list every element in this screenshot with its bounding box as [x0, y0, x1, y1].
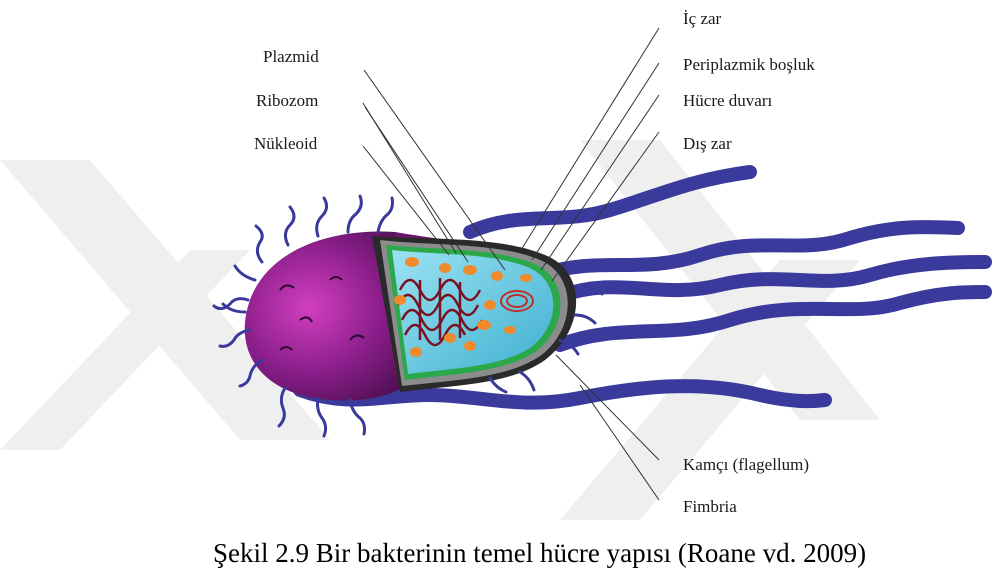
label-fimbria: Fimbria: [683, 498, 737, 515]
label-nukleoid: Nükleoid: [254, 135, 317, 152]
label-hucre-duvari: Hücre duvarı: [683, 92, 772, 109]
figure-caption: Şekil 2.9 Bir bakterinin temel hücre yap…: [213, 540, 866, 567]
label-periplazmik-bosluk: Periplazmik boşluk: [683, 56, 815, 73]
cutaway: [372, 236, 576, 392]
label-dis-zar: Dış zar: [683, 135, 732, 152]
label-kamci: Kamçı (flagellum): [683, 456, 809, 473]
label-ic-zar: İç zar: [683, 10, 721, 27]
label-plazmid: Plazmid: [263, 48, 319, 65]
label-ribozom: Ribozom: [256, 92, 318, 109]
